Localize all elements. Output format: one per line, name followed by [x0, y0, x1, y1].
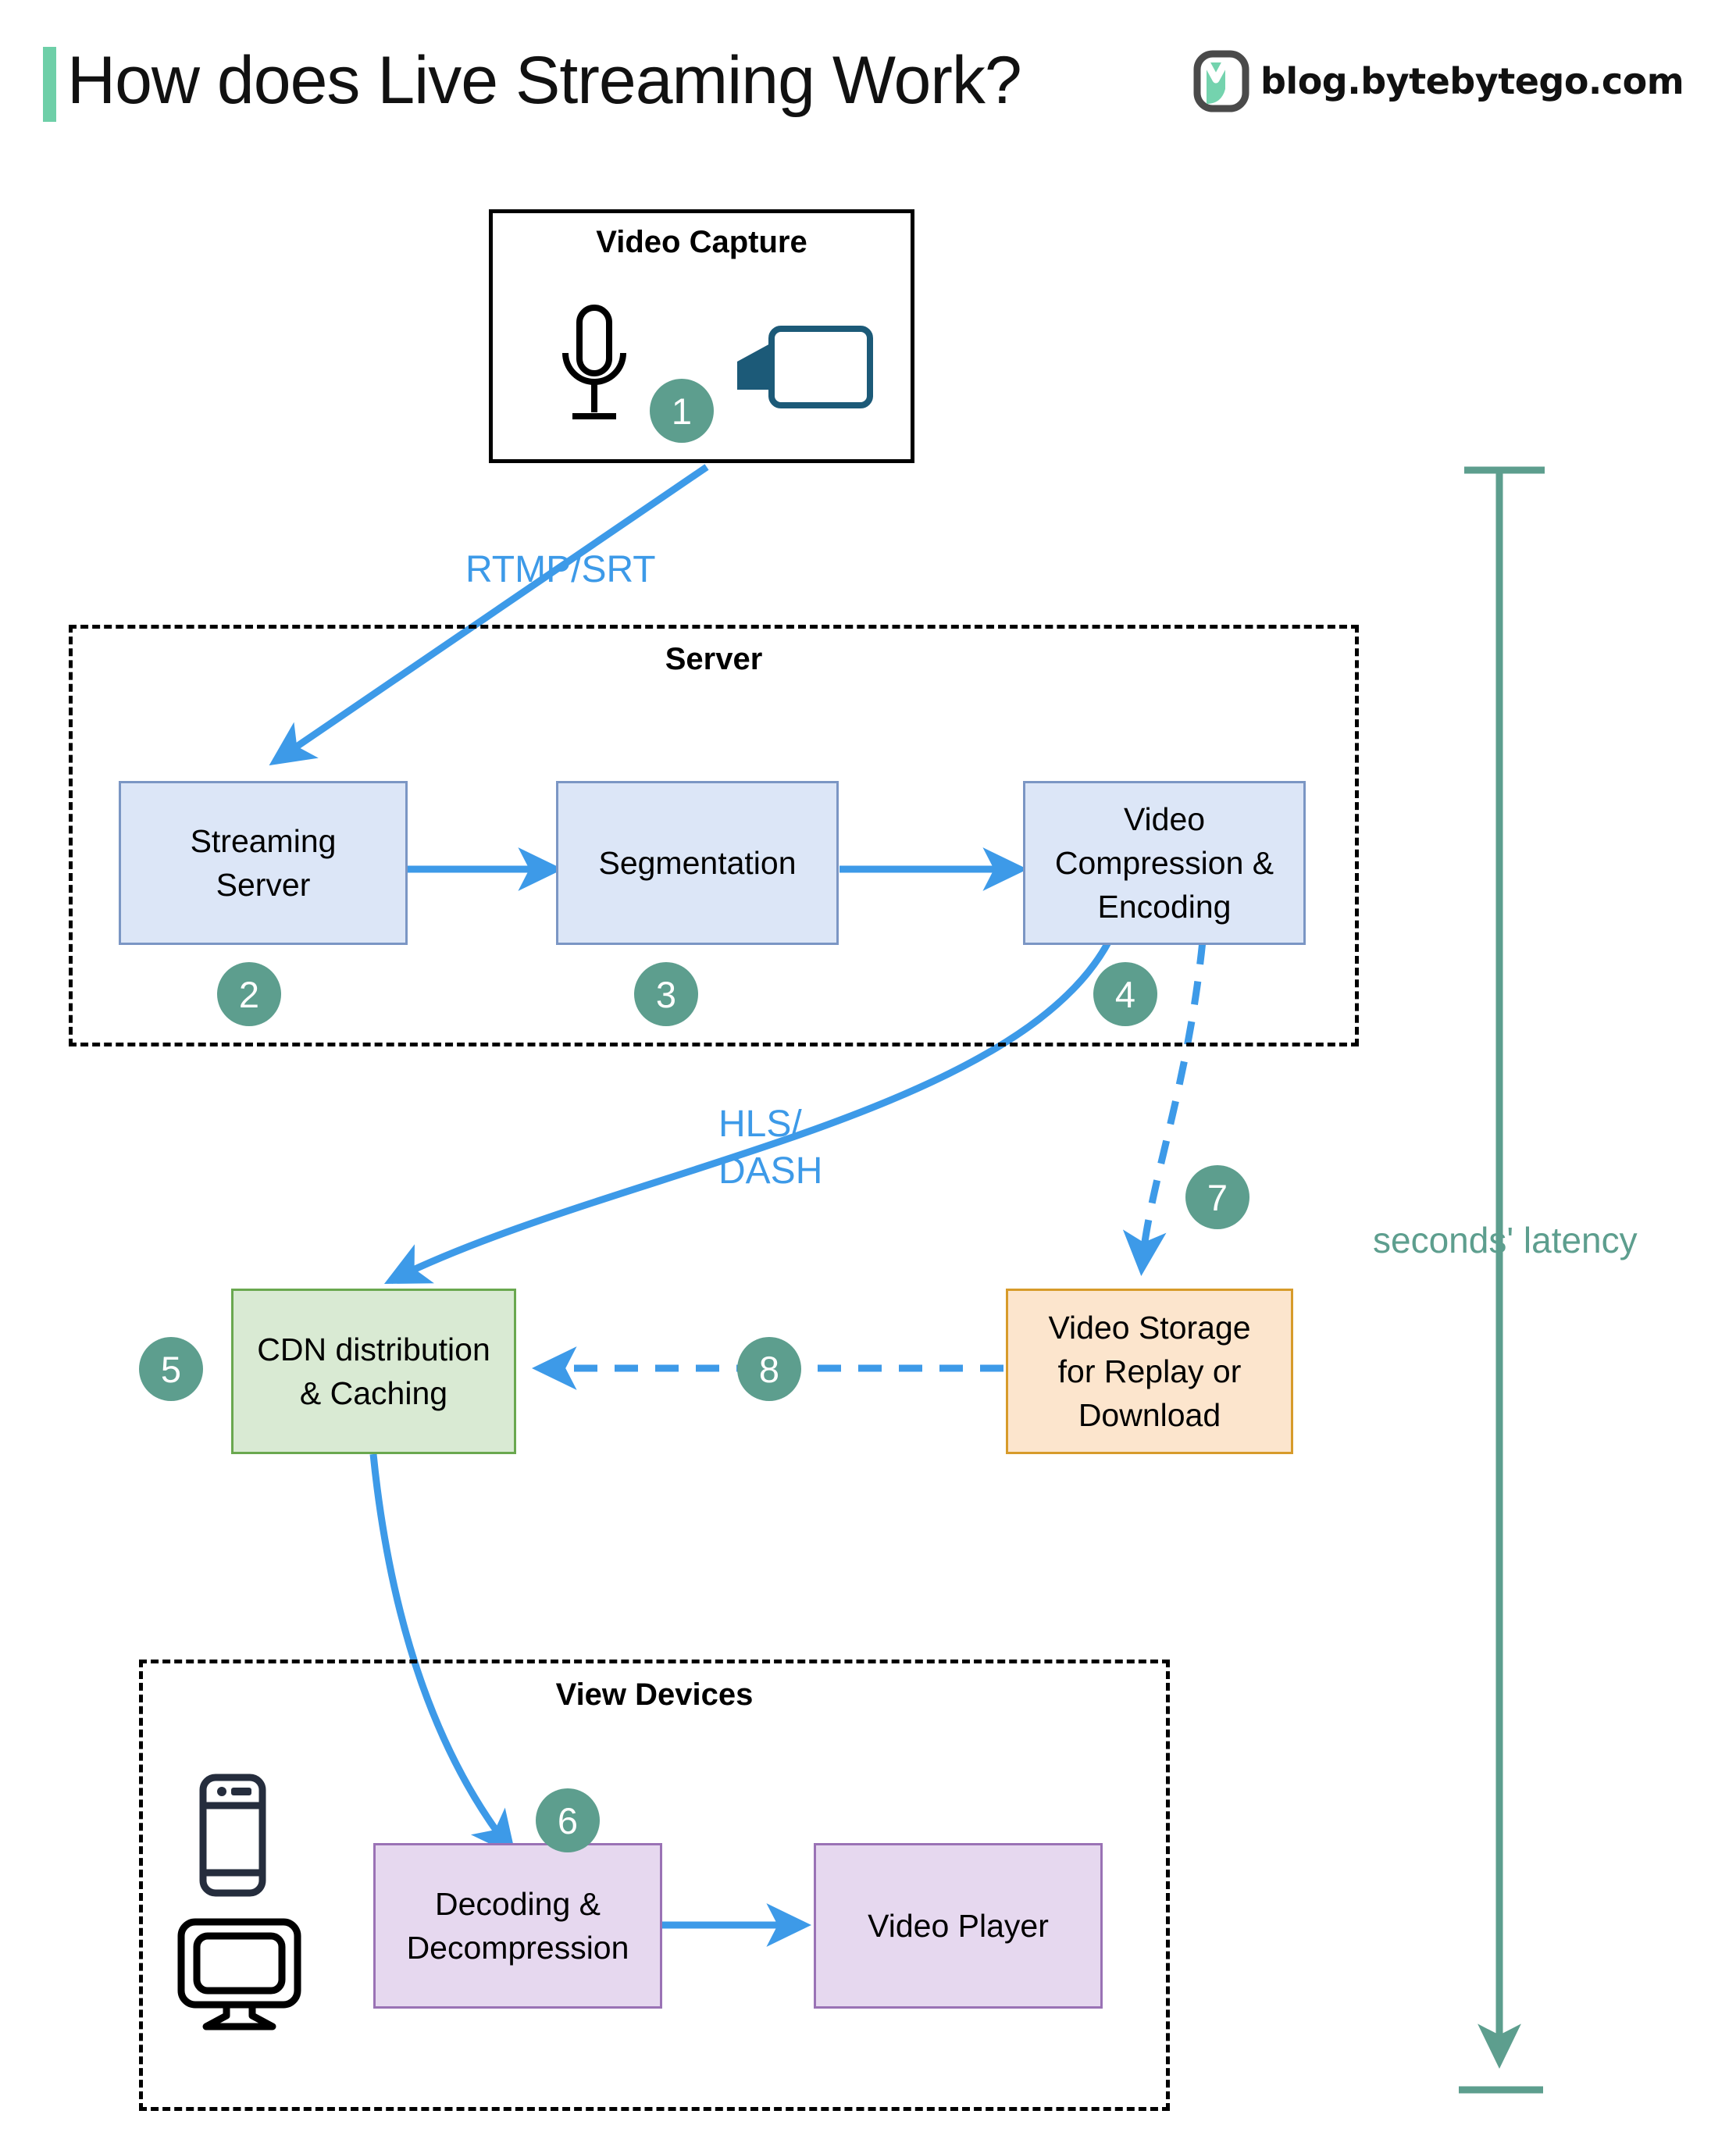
step-badge-6: 6	[536, 1788, 600, 1852]
edge-label-rtmp-srt: RTMP/SRT	[465, 549, 656, 590]
desktop-monitor-icon	[177, 1918, 301, 2030]
step-badge-1: 1	[650, 379, 714, 443]
view-devices-title: View Devices	[555, 1677, 754, 1712]
edge-label-hls-dash: HLS/ DASH	[718, 1103, 823, 1192]
node-cdn-label: CDN distribution & Caching	[257, 1332, 490, 1411]
video-camera-icon	[737, 326, 873, 408]
video-capture-title: Video Capture	[596, 225, 807, 259]
title-accent-bar	[43, 47, 56, 122]
node-segmentation-label: Segmentation	[598, 845, 797, 881]
server-group	[69, 625, 1359, 1046]
node-cdn-distribution-caching[interactable]: CDN distribution & Caching	[231, 1289, 516, 1454]
bytebytego-logo-icon	[1193, 50, 1249, 112]
page-header: How does Live Streaming Work? blog.byteb…	[0, 0, 1736, 156]
node-video-storage-label: Video Storage for Replay or Download	[1048, 1310, 1251, 1433]
brand-label: blog.bytebytego.com	[1260, 60, 1684, 102]
node-decoding-label: Decoding & Decompression	[406, 1886, 629, 1966]
step-badge-3: 3	[634, 962, 698, 1026]
node-video-player-label: Video Player	[868, 1908, 1049, 1944]
latency-label: seconds' latency	[1373, 1220, 1638, 1260]
smartphone-icon	[199, 1774, 266, 1897]
page-title: How does Live Streaming Work?	[67, 43, 1022, 118]
node-decoding-decompression[interactable]: Decoding & Decompression	[373, 1843, 662, 2009]
step-badge-8: 8	[737, 1337, 801, 1401]
server-group-title: Server	[665, 642, 763, 676]
step-badge-4: 4	[1093, 962, 1157, 1026]
node-video-player[interactable]: Video Player	[814, 1843, 1103, 2009]
node-streaming-server-label: Streaming Server	[190, 823, 337, 903]
view-devices-group	[139, 1660, 1170, 2111]
step-badge-7: 7	[1185, 1165, 1249, 1229]
node-streaming-server[interactable]: Streaming Server	[119, 781, 408, 945]
brand-watermark: blog.bytebytego.com	[1193, 50, 1684, 112]
node-video-compression-encoding-label: Video Compression & Encoding	[1054, 801, 1274, 925]
step-badge-5: 5	[139, 1337, 203, 1401]
node-video-storage[interactable]: Video Storage for Replay or Download	[1006, 1289, 1293, 1454]
node-video-compression-encoding[interactable]: Video Compression & Encoding	[1023, 781, 1306, 945]
node-segmentation[interactable]: Segmentation	[556, 781, 839, 945]
microphone-icon	[562, 305, 626, 419]
step-badge-2: 2	[217, 962, 281, 1026]
